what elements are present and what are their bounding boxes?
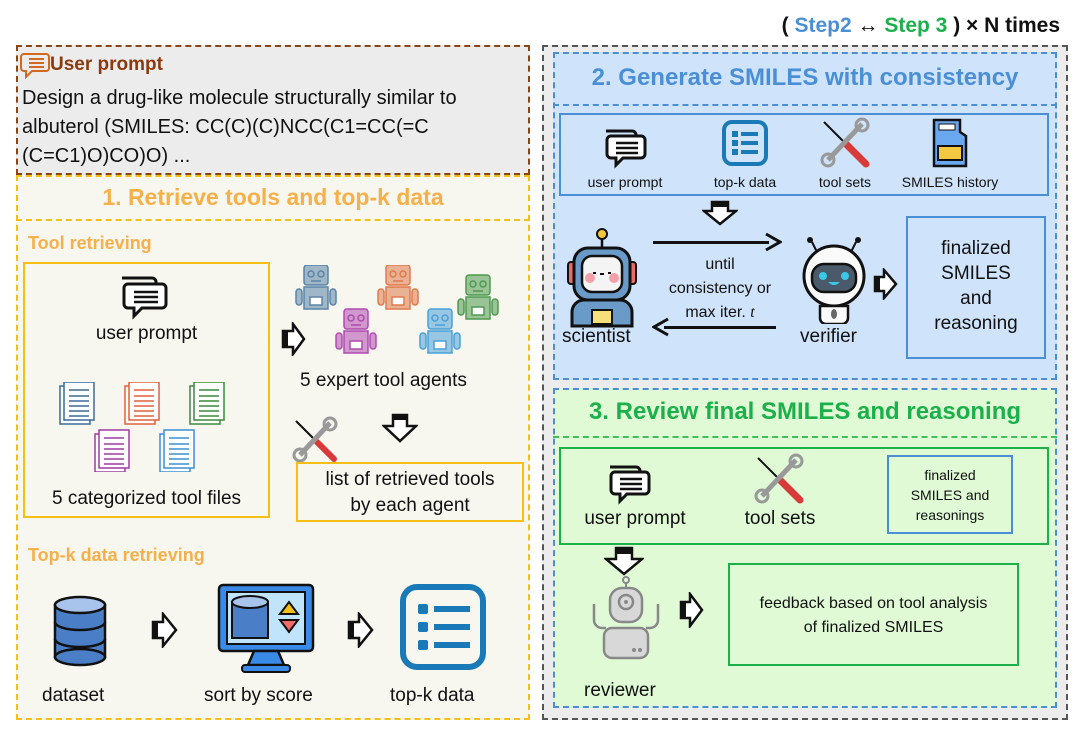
input-smiles-history: SMILES history bbox=[901, 174, 999, 190]
finalized-smiles-box bbox=[887, 455, 1013, 534]
expert-agent-robot-icon bbox=[377, 265, 419, 310]
agents-label: 5 expert tool agents bbox=[300, 370, 467, 391]
expert-agent-robot-icon bbox=[335, 308, 377, 354]
loop-line3: max iter. t bbox=[652, 301, 788, 325]
chat-bubbles-icon bbox=[122, 276, 168, 320]
monitor-sort-icon bbox=[217, 583, 315, 673]
expert-agent-robot-icon bbox=[457, 274, 499, 320]
chat-bubbles-icon bbox=[609, 465, 651, 505]
tool-retrieving-title: Tool retrieving bbox=[28, 233, 152, 253]
wrench-screwdriver-icon bbox=[754, 453, 804, 504]
verifier-label: verifier bbox=[800, 326, 858, 347]
paren: ( bbox=[781, 14, 789, 37]
step1-title: 1. Retrieve tools and top-k data bbox=[102, 184, 444, 210]
reviewer-robot-icon bbox=[592, 576, 660, 660]
feedback-line2: of finalized SMILES bbox=[803, 619, 944, 636]
tool-file-icon bbox=[124, 382, 160, 425]
retrieved-tools-label: list of retrieved tools by each agent bbox=[296, 467, 524, 519]
step3-inputs-box bbox=[559, 447, 1049, 545]
down-arrow-icon bbox=[702, 200, 738, 226]
tool-file-icon bbox=[94, 429, 130, 472]
dataset-label: dataset bbox=[42, 685, 105, 706]
retrieved-label-line2: by each agent bbox=[350, 495, 470, 516]
user-prompt-label: user prompt bbox=[95, 323, 198, 344]
sort-label: sort by score bbox=[204, 685, 313, 706]
final-line4: reasoning bbox=[934, 313, 1018, 334]
final-line2: SMILES bbox=[941, 263, 1011, 284]
forward-arrow-line bbox=[653, 241, 769, 244]
topk-label: top-k data bbox=[390, 685, 475, 706]
input-topk-data: top-k data bbox=[713, 174, 777, 190]
retrieved-tools-box bbox=[296, 462, 524, 522]
scientist-robot-icon bbox=[567, 228, 637, 328]
down-arrow-icon bbox=[382, 413, 418, 443]
step1-header bbox=[16, 175, 530, 221]
final3-line1: finalized bbox=[924, 467, 976, 483]
right-arrow-icon bbox=[679, 592, 704, 628]
list-icon bbox=[722, 120, 768, 166]
arrowhead-left-icon bbox=[652, 317, 669, 337]
expert-agent-robot-icon bbox=[295, 265, 337, 310]
finalized-smiles-label: finalized SMILES and reasonings bbox=[887, 465, 1013, 525]
tool-file-icon bbox=[189, 382, 225, 425]
tool-file-icon bbox=[59, 382, 95, 425]
scientist-label: scientist bbox=[562, 326, 631, 347]
right-arrow-icon bbox=[281, 322, 306, 356]
input-tool-sets: tool sets bbox=[818, 174, 872, 190]
finalized-smiles-label: finalized SMILES and reasoning bbox=[906, 236, 1046, 336]
arrowhead-right-icon bbox=[765, 232, 782, 252]
loop-condition-label: until consistency or max iter. t bbox=[652, 253, 788, 325]
expert-agent-robot-icon bbox=[419, 308, 461, 354]
step3-title: 3. Review final SMILES and reasoning bbox=[588, 398, 1022, 425]
list-icon bbox=[400, 584, 486, 670]
database-icon bbox=[53, 595, 107, 667]
loop-line1: until bbox=[705, 256, 735, 273]
step2-label: Step2 bbox=[794, 14, 852, 37]
loop-line3-text: max iter. bbox=[685, 304, 751, 321]
user-prompt-text: Design a drug-like molecule structurally… bbox=[22, 87, 457, 167]
feedback-box bbox=[728, 563, 1019, 666]
final-line1: finalized bbox=[941, 238, 1011, 259]
loop-var-t: t bbox=[750, 304, 755, 321]
wrench-screwdriver-icon bbox=[292, 416, 338, 463]
down-arrow-icon bbox=[604, 546, 644, 576]
final3-line2: SMILES and bbox=[910, 487, 990, 503]
step2-inputs-box bbox=[559, 113, 1049, 196]
loop-line2: consistency or bbox=[668, 280, 772, 297]
finalized-smiles-box bbox=[906, 216, 1046, 359]
input-user-prompt: user prompt bbox=[584, 508, 686, 529]
chat-bubbles-icon bbox=[605, 129, 647, 169]
tool-files-box bbox=[23, 262, 270, 518]
final3-line3: reasonings bbox=[915, 507, 985, 523]
topk-retrieving-title: Top-k data retrieving bbox=[28, 545, 205, 565]
tool-files-label: 5 categorized tool files bbox=[51, 488, 242, 509]
memory-card-icon bbox=[932, 118, 968, 168]
tool-file-icon bbox=[159, 429, 195, 472]
right-arrow-icon bbox=[151, 612, 178, 648]
user-prompt-panel bbox=[16, 45, 530, 175]
feedback-line1: feedback based on tool analysis bbox=[759, 595, 988, 612]
user-prompt-title: User prompt bbox=[50, 54, 163, 75]
right-arrow-icon bbox=[347, 612, 374, 648]
step3-header bbox=[553, 388, 1057, 438]
wrench-screwdriver-icon bbox=[820, 117, 870, 168]
n-times-label: ) × N times bbox=[947, 14, 1060, 37]
retrieved-label-line1: list of retrieved tools bbox=[325, 469, 495, 490]
input-tool-sets: tool sets bbox=[744, 508, 816, 529]
input-user-prompt: user prompt bbox=[587, 174, 663, 190]
expert-agents-icons bbox=[295, 265, 499, 354]
step2-title: 2. Generate SMILES with consistency bbox=[591, 64, 1019, 91]
verifier-robot-icon bbox=[802, 237, 866, 324]
feedback-label: feedback based on tool analysis of final… bbox=[728, 592, 1019, 640]
tool-files-icons bbox=[59, 382, 225, 472]
step2-header bbox=[553, 52, 1057, 106]
final-line3: and bbox=[960, 288, 992, 309]
backward-arrow-line bbox=[664, 326, 776, 329]
chat-bubble-icon bbox=[20, 53, 50, 80]
right-arrow-icon bbox=[873, 268, 898, 300]
reviewer-label: reviewer bbox=[584, 680, 656, 701]
loop-title: ( Step2 ↔ Step 3 ) × N times bbox=[700, 14, 1060, 38]
step3-label: Step 3 bbox=[884, 14, 948, 37]
bidirectional-arrow: ↔ bbox=[851, 14, 885, 37]
